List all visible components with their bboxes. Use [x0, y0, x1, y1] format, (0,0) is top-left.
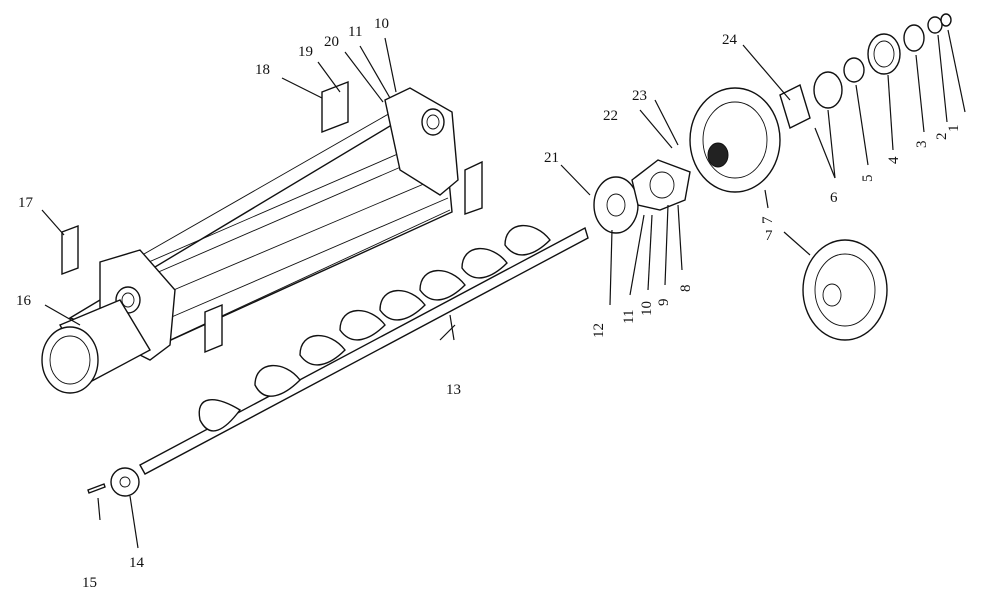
pulley-part-7-lower — [802, 239, 888, 341]
sprocket-part-14 — [110, 467, 140, 497]
bracket-part-17 — [61, 224, 79, 276]
callout-6: 6 — [830, 190, 838, 206]
callout-2: 2 — [934, 133, 950, 141]
callout-5: 5 — [860, 175, 876, 183]
callout-19: 19 — [298, 44, 313, 60]
callout-9: 9 — [656, 299, 672, 307]
nut-part-1 — [940, 13, 952, 27]
pin-part-15 — [87, 483, 106, 494]
leader-lines — [41, 29, 966, 549]
bracket-part-19 — [321, 80, 349, 134]
callout-3: 3 — [914, 141, 930, 149]
callout-21: 21 — [544, 150, 559, 166]
callout-22: 22 — [603, 108, 618, 124]
nut-part-2 — [927, 16, 943, 34]
hub-part-24 — [779, 71, 843, 129]
callout-24: 24 — [722, 32, 738, 48]
auger-housing — [41, 87, 483, 394]
callout-13: 13 — [446, 382, 461, 398]
spring-part-4 — [867, 33, 901, 75]
callout-23: 23 — [632, 88, 647, 104]
auger-shaft — [139, 224, 589, 475]
callout-11a: 11 — [348, 24, 362, 40]
callout-10b: 10 — [639, 301, 655, 316]
callout-10a: 10 — [374, 16, 389, 32]
callout-11b: 11 — [621, 310, 637, 324]
callout-1: 1 — [946, 125, 962, 133]
bearing-housing-part-8 — [631, 159, 691, 211]
washer-part-3 — [903, 24, 925, 52]
callout-7b: 7 — [765, 228, 773, 244]
callout-15: 15 — [82, 575, 97, 591]
callout-20: 20 — [324, 34, 339, 50]
pulley-part-7-upper — [689, 87, 781, 193]
callout-16: 16 — [16, 293, 32, 309]
callout-4: 4 — [886, 156, 902, 164]
washer-part-5 — [843, 57, 865, 83]
callout-7a: 7 — [760, 216, 776, 224]
callout-8: 8 — [678, 285, 694, 293]
callout-12: 12 — [591, 323, 607, 338]
callout-18: 18 — [255, 62, 270, 78]
callout-17: 17 — [18, 195, 34, 211]
callout-labels: 1 2 3 4 5 6 7 7 8 9 10 10 11 11 12 13 14… — [16, 16, 962, 591]
flange-part-12 — [593, 176, 639, 234]
callout-14: 14 — [129, 555, 145, 571]
